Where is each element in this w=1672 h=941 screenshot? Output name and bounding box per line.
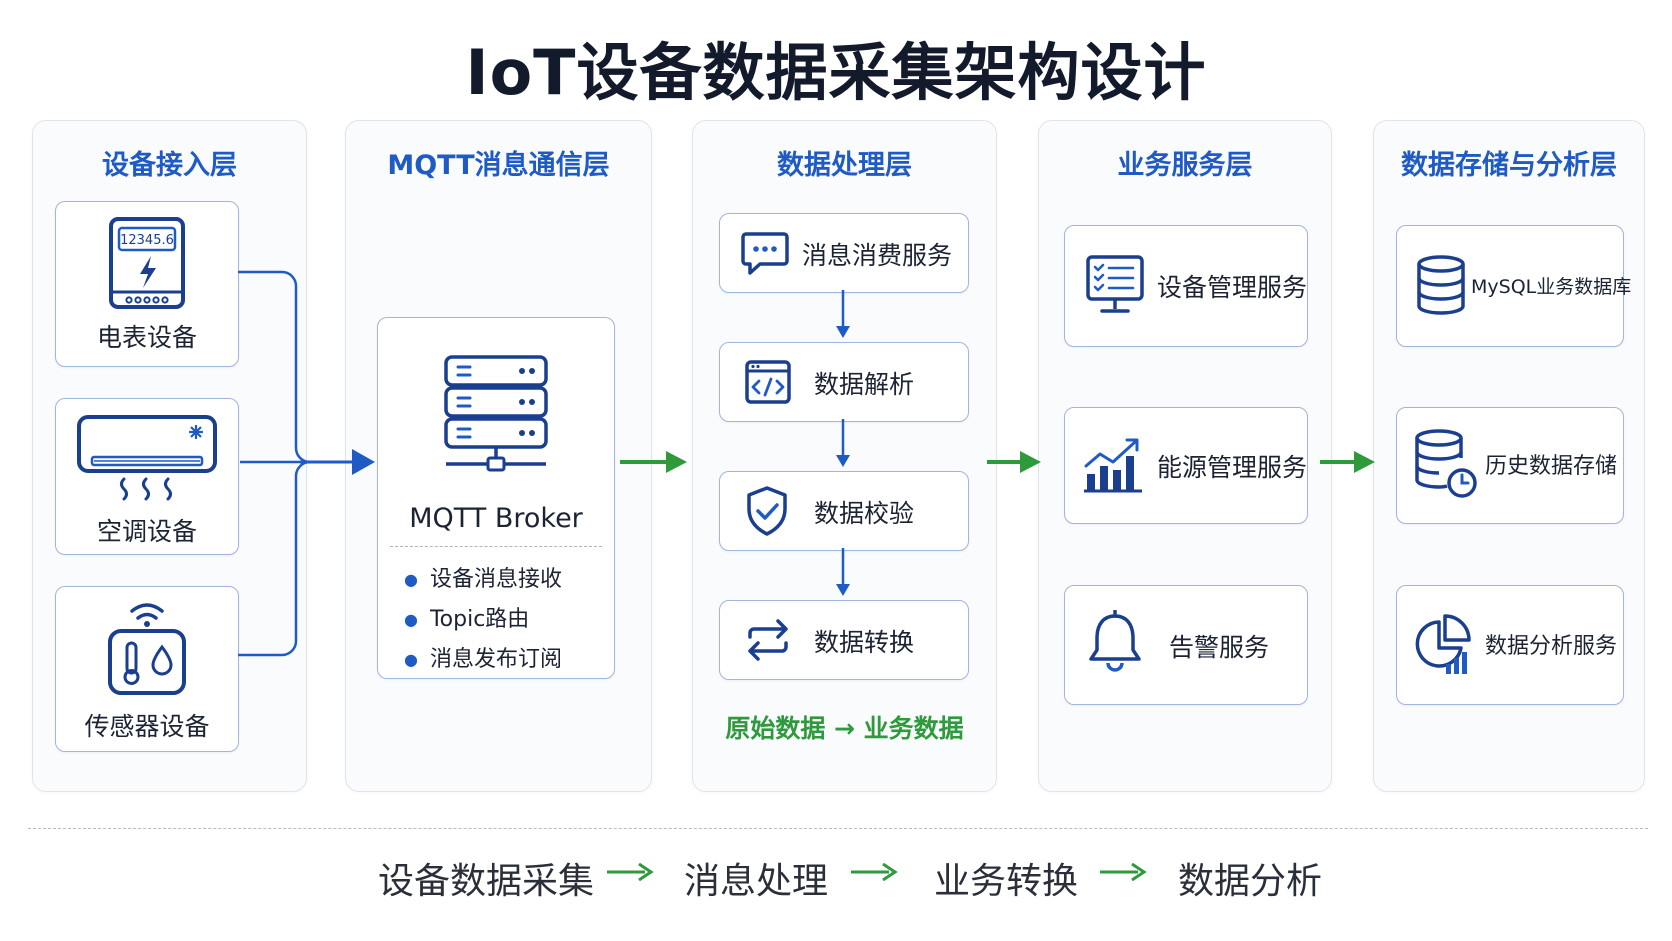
checklist-monitor-icon: [1086, 255, 1144, 313]
storage-label-history: 历史数据存储: [1485, 454, 1618, 479]
proc-label-consume: 消息消费服务: [802, 241, 953, 270]
proc-step-validate[interactable]: 数据校验: [719, 471, 969, 551]
device-label-ac: 空调设备: [96, 517, 197, 546]
green-arrow-mqtt-to-processing: [620, 451, 687, 473]
database-clock-icon: [1415, 429, 1477, 498]
blue-arrowhead-to-broker: [352, 449, 375, 475]
code-window-icon: [745, 360, 791, 404]
flow-step-collect: 设备数据采集: [378, 861, 595, 902]
flow-arrow-2: [851, 862, 898, 882]
swap-arrows-icon: [748, 619, 788, 661]
storage-card-analysis[interactable]: 数据分析服务: [1396, 585, 1624, 705]
pie-chart-icon: [1415, 614, 1471, 674]
mqtt-broker-card[interactable]: MQTT Broker ●设备消息接收 ●Topic路由 ●消息发布订阅: [377, 317, 615, 679]
broker-feature-list: ●设备消息接收 ●Topic路由 ●消息发布订阅: [404, 560, 562, 680]
layer-title-device: 设备接入层: [102, 150, 237, 181]
device-label-sensor: 传感器设备: [84, 712, 210, 741]
chat-bubble-icon: [741, 232, 789, 275]
flow-arrow-1: [607, 862, 654, 882]
data-conversion-note: 原始数据 → 业务数据: [725, 714, 964, 743]
server-rack-icon: [444, 355, 548, 472]
flow-step-process: 消息处理: [684, 861, 829, 902]
shield-check-icon: [747, 486, 787, 536]
flow-arrow-3: [1100, 862, 1147, 882]
device-card-meter[interactable]: 12345.6 电表设备: [55, 201, 239, 367]
layer-title-processing: 数据处理层: [777, 150, 912, 181]
storage-label-analysis: 数据分析服务: [1485, 634, 1618, 659]
service-label-device-mgmt: 设备管理服务: [1157, 273, 1308, 302]
layer-processing: 数据处理层 消息消费服务 数据解析 数据校验 数据转换: [692, 120, 997, 792]
device-card-sensor[interactable]: 传感器设备: [55, 586, 239, 752]
service-label-alarm: 告警服务: [1169, 633, 1270, 662]
proc-label-validate: 数据校验: [814, 499, 915, 528]
storage-label-mysql: MySQL业务数据库: [1471, 276, 1632, 298]
device-to-broker-connector: [238, 270, 311, 657]
flow-step-transform: 业务转换: [934, 861, 1079, 902]
layer-mqtt: MQTT消息通信层 MQTT Broker: [345, 120, 652, 792]
flow-step-analyze: 数据分析: [1178, 861, 1323, 902]
sensor-icon: [108, 603, 186, 695]
layer-title-mqtt: MQTT消息通信层: [387, 150, 610, 181]
green-arrow-service-to-storage: [1320, 451, 1375, 473]
device-card-ac[interactable]: 空调设备: [55, 398, 239, 555]
layer-business-services: 业务服务层 设备管理服务 能源管理服务: [1038, 120, 1332, 792]
device-label-meter: 电表设备: [96, 323, 197, 352]
layer-title-service: 业务服务层: [1117, 150, 1253, 181]
bell-icon: [1089, 610, 1141, 672]
storage-card-mysql[interactable]: MySQL业务数据库: [1396, 225, 1631, 347]
database-icon: [1417, 255, 1465, 315]
layer-device-access: 设备接入层 12345.6 电表设备: [32, 120, 307, 792]
broker-feature: ●消息发布订阅: [404, 647, 562, 672]
layer-title-storage: 数据存储与分析层: [1401, 150, 1617, 181]
broker-feature: ●Topic路由: [404, 607, 530, 632]
proc-label-transform: 数据转换: [814, 628, 915, 657]
bar-chart-growth-icon: [1084, 438, 1142, 493]
layer-storage-analysis: 数据存储与分析层 MySQL业务数据库 历史数据存储: [1373, 120, 1645, 792]
service-card-alarm[interactable]: 告警服务: [1064, 585, 1308, 705]
meter-reading: 12345.6: [120, 233, 174, 248]
air-conditioner-icon: [77, 415, 217, 501]
flow-divider: [28, 828, 1648, 829]
service-label-energy-mgmt: 能源管理服务: [1157, 453, 1308, 482]
proc-step-transform[interactable]: 数据转换: [719, 600, 969, 680]
broker-name: MQTT Broker: [409, 503, 583, 534]
broker-divider: [390, 546, 602, 547]
service-card-energy-mgmt[interactable]: 能源管理服务: [1064, 407, 1308, 524]
proc-step-parse[interactable]: 数据解析: [719, 342, 969, 422]
service-card-device-mgmt[interactable]: 设备管理服务: [1064, 225, 1308, 347]
broker-feature: ●设备消息接收: [404, 567, 562, 592]
page-title: IoT设备数据采集架构设计: [465, 36, 1207, 109]
electric-meter-icon: 12345.6: [109, 217, 185, 309]
processing-step-arrows: [836, 290, 850, 596]
proc-step-consume[interactable]: 消息消费服务: [719, 213, 969, 293]
proc-label-parse: 数据解析: [814, 370, 915, 399]
storage-card-history[interactable]: 历史数据存储: [1396, 407, 1624, 524]
green-arrow-processing-to-service: [987, 451, 1041, 473]
